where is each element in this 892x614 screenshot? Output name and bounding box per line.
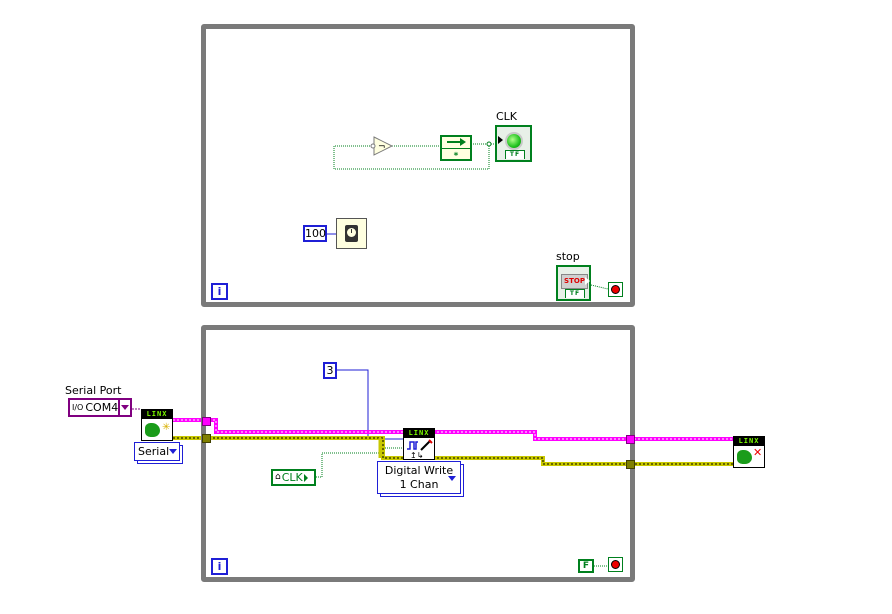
stop-if-true-icon	[611, 560, 620, 569]
stop-if-true-icon	[611, 285, 620, 294]
feedback-arrow-icon	[442, 137, 470, 149]
linx-header: LINX	[734, 437, 764, 446]
input-arrow-icon	[498, 136, 503, 144]
interface-type-ring[interactable]: Serial	[134, 442, 180, 461]
iteration-terminal-top: i	[211, 283, 228, 300]
linx-header: LINX	[142, 410, 172, 419]
initializer-star-icon: ⁎	[453, 149, 459, 159]
linx-output-tunnel	[626, 435, 635, 444]
stop-label: stop	[556, 250, 580, 263]
watch-icon	[345, 225, 358, 242]
clk-local-variable[interactable]: ⌂ CLK	[271, 469, 316, 486]
not-gate-icon[interactable]: ¬	[370, 136, 394, 156]
error-input-tunnel	[202, 434, 211, 443]
serial-port-value: COM4	[85, 401, 119, 414]
digital-pulse-icon: ↥↳	[407, 439, 433, 459]
channel-wire	[337, 369, 404, 440]
visa-io-icon: I/O	[72, 403, 84, 412]
selector-line-2: 1 Chan	[399, 478, 439, 491]
error-output-tunnel	[626, 460, 635, 469]
clk-label: CLK	[496, 110, 518, 123]
linx-close-vi[interactable]: LINX ✕	[733, 436, 765, 468]
linx-open-vi[interactable]: LINX ✳	[141, 409, 173, 441]
output-arrow-icon	[585, 277, 590, 285]
linx-digital-write-vi[interactable]: LINX ↥↳	[403, 428, 435, 460]
bottom-while-loop	[201, 325, 635, 582]
house-icon: ⌂	[275, 472, 281, 482]
clk-local-name: CLK	[281, 471, 303, 484]
close-x-icon: ✕	[753, 446, 763, 459]
dropdown-button[interactable]	[118, 400, 130, 415]
bool-type-tag: TF	[565, 289, 585, 298]
interface-value: Serial	[138, 445, 170, 458]
linx-dragon-icon	[737, 450, 752, 464]
clk-led-indicator[interactable]: TF	[495, 125, 532, 162]
wait-ms-function[interactable]	[336, 218, 367, 249]
polymorphic-selector[interactable]: Digital Write 1 Chan	[377, 461, 461, 494]
error-wire	[173, 436, 733, 466]
wire-junction	[486, 141, 492, 147]
serial-port-label: Serial Port	[65, 384, 122, 397]
stop-button-face: STOP	[561, 274, 588, 289]
linx-dragon-icon	[145, 423, 160, 437]
iteration-terminal-bottom: i	[211, 558, 228, 575]
led-icon	[507, 134, 521, 148]
svg-text:¬: ¬	[378, 142, 386, 152]
bool-type-tag: TF	[505, 150, 525, 159]
wait-ms-constant[interactable]: 100	[303, 225, 327, 242]
output-arrow-icon	[303, 473, 308, 482]
bool-feedback-wire	[333, 143, 609, 290]
false-constant[interactable]: F	[578, 559, 594, 573]
channel-constant[interactable]: 3	[323, 362, 337, 379]
serial-port-control[interactable]: I/O COM4	[68, 398, 132, 417]
linx-header: LINX	[404, 429, 434, 438]
selector-line-1: Digital Write	[384, 464, 454, 477]
chevron-down-icon	[121, 405, 130, 410]
svg-text:↥↳: ↥↳	[410, 451, 423, 459]
chevron-down-icon	[448, 476, 456, 481]
chevron-down-icon	[169, 449, 178, 454]
stop-button-control[interactable]: STOP TF	[556, 265, 591, 301]
top-while-loop	[201, 24, 635, 307]
feedback-node[interactable]: ⁎	[440, 135, 472, 161]
loop-condition-terminal-bottom[interactable]	[608, 557, 623, 572]
linx-input-tunnel	[202, 417, 211, 426]
open-spark-icon: ✳	[162, 422, 171, 433]
loop-condition-terminal-top[interactable]	[608, 282, 623, 297]
